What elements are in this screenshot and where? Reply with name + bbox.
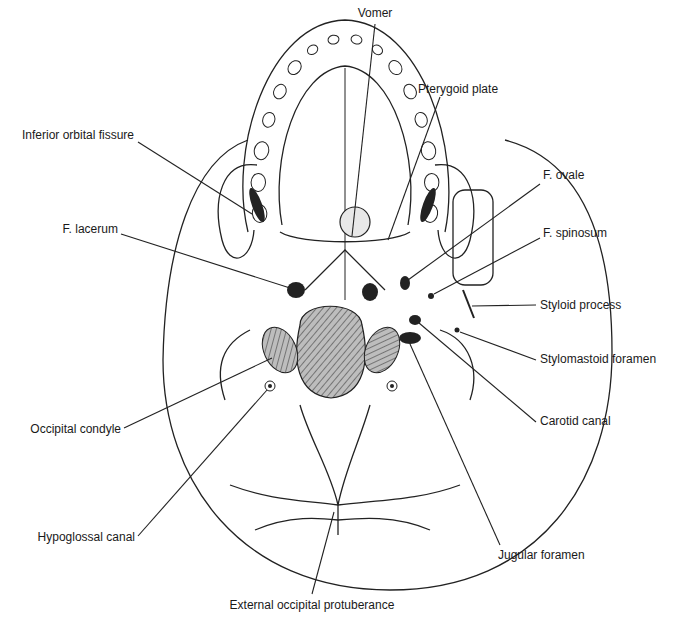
part-label: Pterygoid plate xyxy=(418,82,498,96)
mandibular-fossa-region xyxy=(453,190,493,285)
leader-line xyxy=(410,344,500,545)
tooth xyxy=(350,34,363,46)
styloid-process xyxy=(463,290,474,318)
tooth xyxy=(285,58,304,77)
tooth xyxy=(327,34,340,45)
hypoglossal-canal xyxy=(265,381,275,391)
tooth xyxy=(401,82,418,101)
leader-line xyxy=(312,512,334,594)
leader-line xyxy=(138,142,252,214)
zygomatic-arch xyxy=(435,165,474,259)
leader-line xyxy=(138,390,267,536)
maxilla-outline xyxy=(243,20,449,232)
part-label: F. spinosum xyxy=(543,226,607,240)
tooth xyxy=(306,43,320,56)
part-label: Occipital condyle xyxy=(30,422,121,436)
occipital-crest xyxy=(337,505,338,535)
part-label: Jugular foramen xyxy=(498,548,585,562)
leader-line xyxy=(352,24,375,236)
occipital-crest xyxy=(300,405,338,505)
hypoglossal-canal xyxy=(387,381,397,391)
foramen-ovale xyxy=(400,276,410,290)
midline xyxy=(345,68,346,300)
nuchal-line xyxy=(230,485,460,505)
part-label: Vomer xyxy=(358,6,393,20)
part-label: F. ovale xyxy=(543,168,584,182)
mastoid-outline xyxy=(220,330,250,400)
hypoglossal-canal xyxy=(268,384,272,388)
zygomatic-arch xyxy=(218,165,257,259)
hypoglossal-canal xyxy=(390,384,394,388)
leader-line xyxy=(434,238,540,294)
part-label: F. lacerum xyxy=(63,222,118,236)
stylomastoid-foramen xyxy=(455,328,460,333)
leader-line xyxy=(472,305,536,306)
tooth xyxy=(261,111,277,129)
leader-line xyxy=(388,97,440,240)
part-label: Stylomastoid foramen xyxy=(540,352,656,366)
leader-line xyxy=(121,234,290,288)
inferior-orbital-fissure xyxy=(246,186,268,223)
part-label: Inferior orbital fissure xyxy=(22,128,134,142)
foramen-spinosum xyxy=(428,293,434,299)
part-label: Carotid canal xyxy=(540,414,611,428)
occipital-condyle xyxy=(357,321,406,378)
occipital-condyle xyxy=(255,321,304,378)
part-label: Hypoglossal canal xyxy=(38,530,135,544)
leader-line xyxy=(419,323,536,422)
tooth xyxy=(424,173,439,191)
leader-line xyxy=(408,184,540,280)
leader-line xyxy=(124,358,272,428)
part-label: Styloid process xyxy=(540,298,621,312)
foramen-lacerum xyxy=(287,282,305,298)
tooth xyxy=(413,111,429,129)
part-label: External occipital protuberance xyxy=(230,598,395,612)
tooth xyxy=(253,141,270,161)
jugular-foramen xyxy=(399,332,421,344)
nuchal-line xyxy=(255,518,430,530)
occipital-crest xyxy=(338,405,370,505)
tooth xyxy=(271,82,289,101)
foramen-lacerum xyxy=(362,283,378,301)
inferior-orbital-fissure xyxy=(417,186,439,223)
leader-line xyxy=(460,332,536,360)
foramen-magnum xyxy=(297,306,366,398)
tooth xyxy=(386,58,405,77)
